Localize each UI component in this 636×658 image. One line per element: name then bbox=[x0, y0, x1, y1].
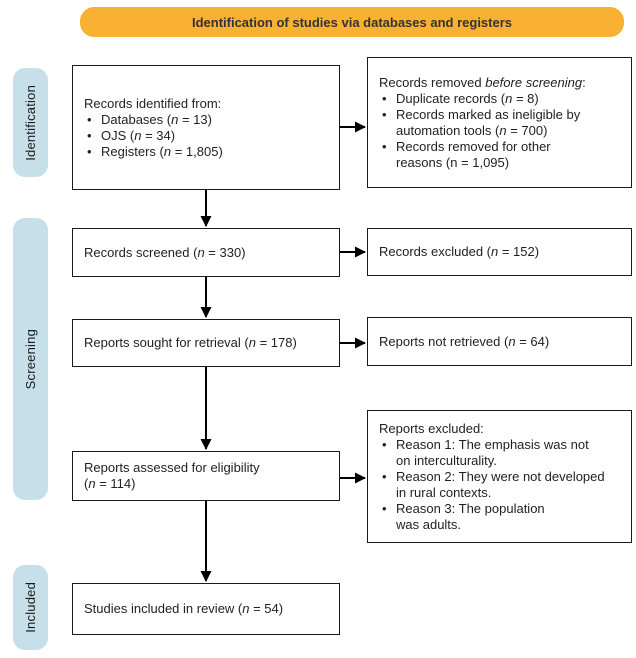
box-reports-sought: Reports sought for retrieval (n = 178) bbox=[72, 319, 340, 367]
box-text: Reports not retrieved (n = 64) bbox=[379, 333, 550, 349]
bullet-item: Duplicate records (n = 8) bbox=[379, 91, 623, 107]
box-records-excluded: Records excluded (n = 152) bbox=[367, 228, 632, 276]
box-title: Reports excluded: bbox=[379, 420, 484, 436]
box-records-screened: Records screened (n = 330) bbox=[72, 228, 340, 277]
bullet-list: Databases (n = 13) OJS (n = 34) Register… bbox=[84, 112, 331, 160]
banner-identification-via-databases: Identification of studies via databases … bbox=[80, 7, 624, 37]
box-records-removed-before-screening: Records removed before screening: Duplic… bbox=[367, 57, 632, 188]
box-reports-excluded: Reports excluded: Reason 1: The emphasis… bbox=[367, 410, 632, 543]
stage-label-screening: Screening bbox=[13, 218, 48, 500]
box-records-identified: Records identified from: Databases (n = … bbox=[72, 65, 340, 190]
bullet-item: Databases (n = 13) bbox=[84, 112, 331, 128]
box-text: Records excluded (n = 152) bbox=[379, 244, 540, 259]
stage-label-included: Included bbox=[13, 565, 48, 650]
box-reports-assessed: Reports assessed for eligibility(n = 114… bbox=[72, 451, 340, 501]
bullet-item: OJS (n = 34) bbox=[84, 128, 331, 144]
stage-label-identification: Identification bbox=[13, 68, 48, 177]
box-reports-not-retrieved: Reports not retrieved (n = 64) bbox=[367, 317, 632, 366]
banner-title: Identification of studies via databases … bbox=[191, 14, 513, 30]
stage-label-text: Identification bbox=[23, 84, 38, 161]
box-text: Reports assessed for eligibility(n = 114… bbox=[84, 460, 260, 491]
box-title: Records removed before screening: bbox=[379, 74, 586, 90]
bullet-item: Records marked as ineligible byautomatio… bbox=[379, 107, 623, 139]
box-text: Records screened (n = 330) bbox=[84, 244, 246, 260]
box-title: Records identified from: bbox=[84, 95, 222, 111]
box-text: Studies included in review (n = 54) bbox=[84, 601, 284, 616]
box-text: Reports sought for retrieval (n = 178) bbox=[84, 335, 297, 350]
stage-label-text: Included bbox=[23, 582, 38, 633]
stage-label-text: Screening bbox=[23, 328, 38, 390]
bullet-item: Registers (n = 1,805) bbox=[84, 144, 331, 160]
box-studies-included: Studies included in review (n = 54) bbox=[72, 583, 340, 635]
bullet-list: Duplicate records (n = 8) Records marked… bbox=[379, 91, 623, 171]
